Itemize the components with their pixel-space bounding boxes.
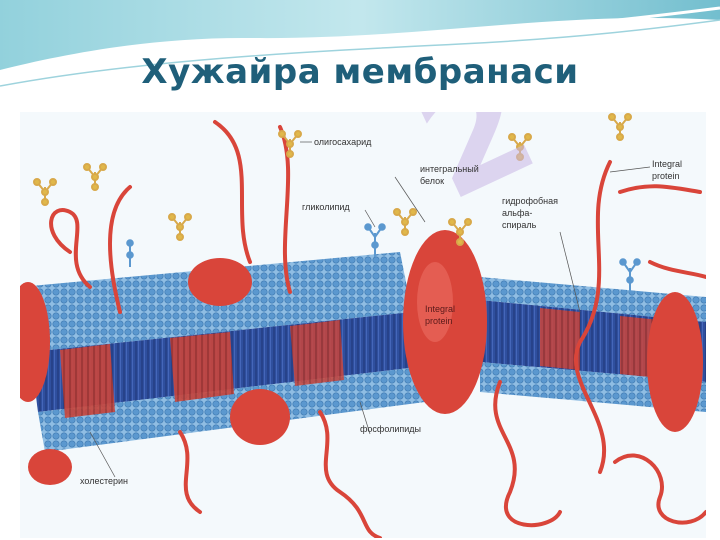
label-oligosaccharide: олигосахарид: [314, 137, 372, 147]
label-integral-protein-en-1: Integral: [652, 159, 682, 169]
integral-protein-left-edge: [20, 282, 50, 402]
label-leader-lines: [89, 141, 651, 478]
label-center-protein-2: protein: [425, 316, 453, 326]
glycolipid-chains: [126, 223, 641, 292]
label-cholesterol: холестерин: [80, 476, 128, 486]
label-integral-protein-ru-2: белок: [420, 176, 444, 186]
peripheral-protein-bottom-left: [28, 449, 72, 485]
peripheral-protein-bottom: [230, 389, 290, 445]
oligosaccharide-chains: [33, 113, 632, 246]
label-hydrophobic-helix-1: гидрофобная: [502, 196, 558, 206]
slide-title: Хужайра мембранаси: [141, 52, 579, 92]
cell-membrane-diagram: 2 олигосахарид интегральный белок Integr…: [20, 112, 706, 538]
label-center-protein-1: Integral: [425, 304, 455, 314]
integral-protein-right: [647, 292, 703, 432]
peripheral-protein: [188, 258, 252, 306]
integral-protein-center: [403, 230, 487, 414]
protein-chains: [49, 120, 706, 538]
label-hydrophobic-helix-2: альфа-: [502, 208, 532, 218]
label-phospholipids: фосфолипиды: [360, 424, 421, 434]
label-integral-protein-en-2: protein: [652, 171, 680, 181]
label-integral-protein-ru-1: интегральный: [420, 164, 479, 174]
header-wave-decoration: [0, 0, 720, 87]
label-hydrophobic-helix-3: спираль: [502, 220, 537, 230]
label-glycolipid: гликолипид: [302, 202, 350, 212]
